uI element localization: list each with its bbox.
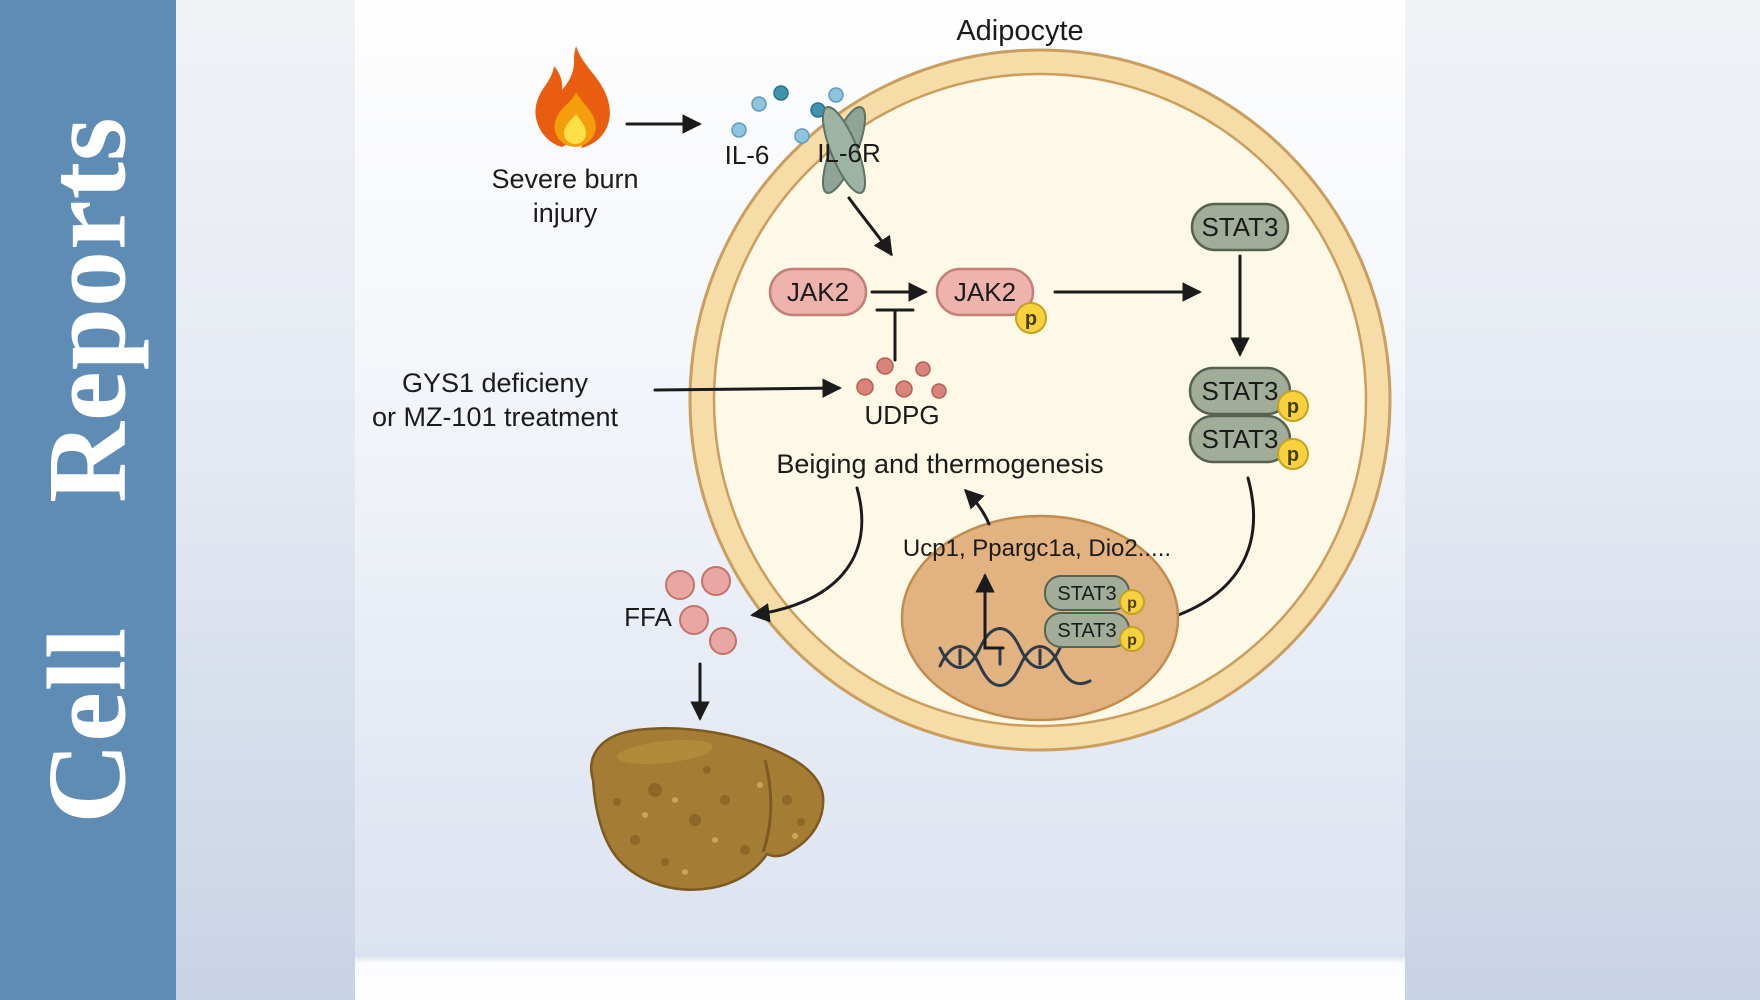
ffa-dot <box>679 605 709 635</box>
udpg-label: UDPG <box>864 400 939 430</box>
il6-dot <box>773 85 789 101</box>
nuclear-stat3-label: STAT3 <box>1057 583 1116 605</box>
jak2-p-box <box>935 267 1035 317</box>
receptor-helix <box>821 106 867 194</box>
phospho-label: p <box>1287 444 1299 466</box>
inhibition-tbar <box>875 308 915 362</box>
gys1-label-line2: or MZ-101 treatment <box>372 402 619 432</box>
arrow-transcription <box>975 573 1005 650</box>
journal-sidebar: Cell Reports <box>0 0 176 1000</box>
ffa-dot <box>665 570 695 600</box>
phospho-badge <box>1119 626 1145 652</box>
il6r-label: IL-6R <box>817 138 881 168</box>
dna-strand <box>938 645 1092 687</box>
il6-dot <box>731 122 747 138</box>
udpg-dot <box>931 383 947 399</box>
ffa-dot <box>709 627 737 655</box>
pathway-figure: Adipocyte Severe burn injury <box>372 15 1392 891</box>
il6-dot <box>828 87 844 103</box>
adipocyte-label: Adipocyte <box>956 15 1083 47</box>
ffa-dot <box>701 566 731 596</box>
liver-crease <box>761 759 773 853</box>
stat3-box <box>1190 202 1290 252</box>
stat3-label: STAT3 <box>1201 212 1278 242</box>
arrow-beiging-to-ffa <box>750 486 864 623</box>
phospho-label: p <box>1127 632 1137 649</box>
liver-spots <box>613 766 805 866</box>
figure-panel: Adipocyte Severe burn injury <box>355 0 1405 1000</box>
flame-core <box>564 114 586 144</box>
phospho-label: p <box>1287 396 1299 418</box>
arrow-gys1-to-udpg <box>653 378 842 398</box>
jak2-label: JAK2 <box>787 277 849 307</box>
phospho-badge <box>1119 589 1145 615</box>
fire-icon <box>535 46 610 148</box>
phospho-badge <box>1277 390 1309 422</box>
arrow-dimer-to-nucleus <box>1154 476 1256 627</box>
ffa-molecules <box>665 566 737 655</box>
gene-list-label: Ucp1, Ppargc1a, Dio2..... <box>903 535 1171 562</box>
phospho-label: p <box>1025 308 1037 330</box>
ffa-label: FFA <box>624 602 672 632</box>
liver-illustration <box>590 727 825 891</box>
phospho-badge <box>1277 438 1309 470</box>
udpg-dot <box>915 361 931 377</box>
stat3-p-label: STAT3 <box>1201 424 1278 454</box>
jak2-p-label: JAK2 <box>954 277 1016 307</box>
liver-highlight <box>617 739 713 765</box>
jak2-box <box>768 267 868 317</box>
beiging-label: Beiging and thermogenesis <box>776 449 1103 479</box>
gys1-label-line1: GYS1 deficieny <box>402 368 589 398</box>
arrow-receptor-to-jak2 <box>847 196 893 257</box>
phospho-label: p <box>1127 595 1137 612</box>
udpg-molecules <box>856 357 947 399</box>
il6-molecules <box>731 85 844 144</box>
stat3-p-label: STAT3 <box>1201 376 1278 406</box>
phospho-badge <box>1015 302 1047 334</box>
udpg-dot <box>856 378 874 396</box>
nucleus <box>900 514 1180 722</box>
il6r-receptor <box>821 106 867 194</box>
severe-burn-label-line2: injury <box>533 198 598 228</box>
nuclear-stat3-label: STAT3 <box>1057 620 1116 642</box>
severe-burn-label-line1: Severe burn <box>491 164 638 194</box>
il6-label: IL-6 <box>725 140 770 170</box>
il6-dot <box>751 96 767 112</box>
dna-rung <box>958 648 1042 666</box>
il6-dot <box>794 128 810 144</box>
liver-dots-light <box>642 782 798 875</box>
journal-title: Cell Reports <box>25 116 150 824</box>
udpg-dot <box>895 380 913 398</box>
arrow-nucleus-to-beiging <box>963 488 991 526</box>
udpg-dot <box>876 357 894 375</box>
